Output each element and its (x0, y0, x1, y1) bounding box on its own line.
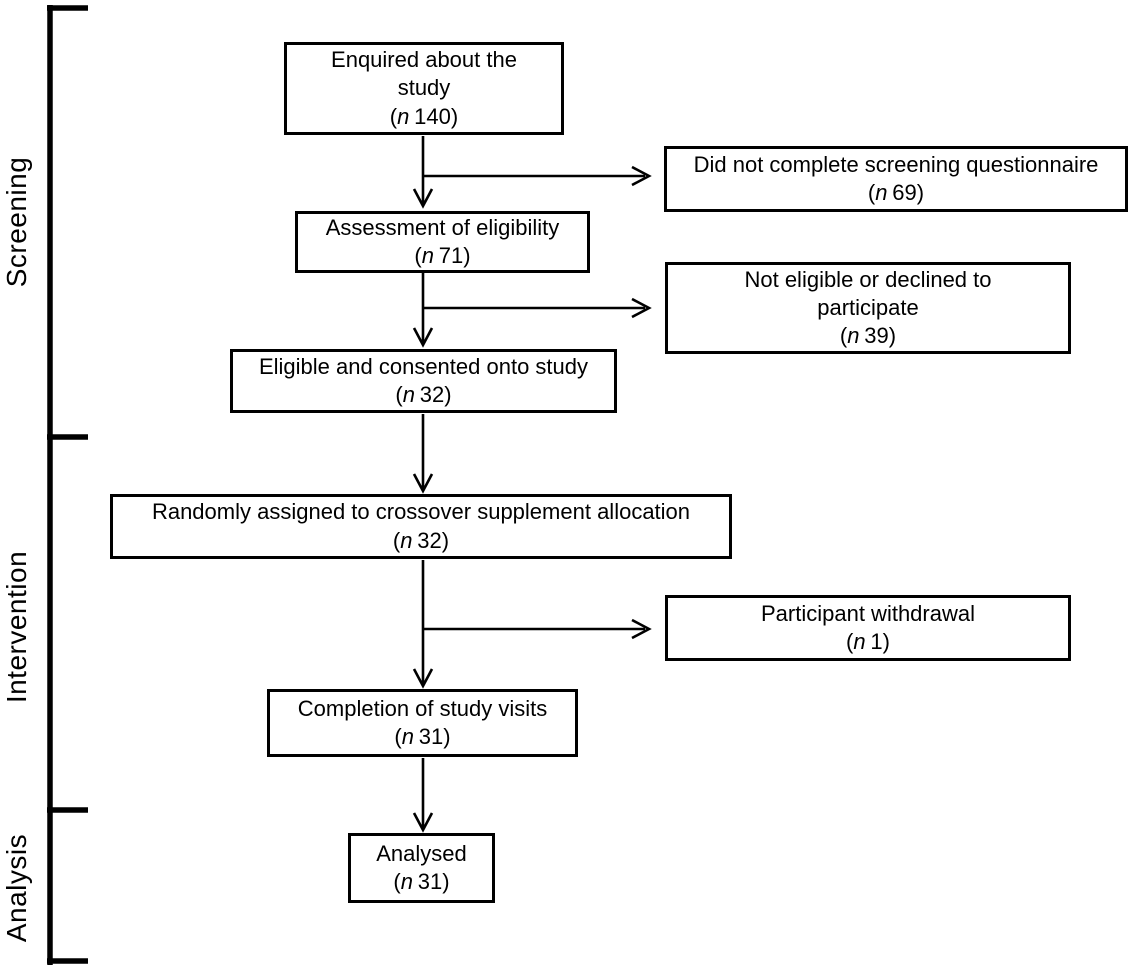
flow-box-analysed-label: Analysed (376, 840, 467, 866)
paren-close: ) (463, 243, 471, 268)
n-symbol: n (400, 869, 413, 894)
n-value: 71 (438, 243, 464, 268)
n-value: 32 (419, 382, 445, 407)
paren-close: ) (888, 323, 897, 349)
flow-box-screening-dropout-label: Did not complete screening questionnaire (693, 151, 1099, 177)
n-value: 140 (414, 103, 451, 129)
flow-box-randomised-label: Randomly assigned to crossover supplemen… (151, 499, 691, 525)
paren-close: ) (442, 869, 450, 894)
n-symbol: n (397, 103, 410, 129)
flow-box-withdrawal-label: Participant withdrawal (761, 600, 975, 626)
arrow-branch-not-eligible (423, 297, 652, 319)
flow-box-consented-label: Eligible and consented onto study (258, 353, 588, 379)
n-symbol: n (847, 323, 860, 349)
arrow-consented-to-randomised (412, 414, 434, 494)
n-symbol: n (875, 180, 888, 205)
paren-close: ) (450, 103, 459, 129)
paren-open: ( (846, 629, 854, 654)
n-value: 1 (870, 629, 883, 654)
section-label-intervention: Intervention (1, 550, 32, 704)
flow-box-randomised: Randomly assigned to crossover supplemen… (110, 494, 732, 559)
paren-open: ( (389, 103, 398, 129)
n-value: 31 (417, 869, 443, 894)
paren-open: ( (414, 243, 422, 268)
n-symbol: n (853, 629, 866, 654)
flow-box-completion-label: Completion of study visits (297, 695, 548, 721)
paren-close: ) (916, 180, 925, 205)
phase-bracket-ticks (47, 5, 88, 964)
paren-open: ( (867, 180, 876, 205)
n-value: 31 (418, 724, 444, 749)
paren-open: ( (394, 724, 402, 749)
paren-open: ( (393, 869, 401, 894)
n-symbol: n (400, 527, 413, 553)
arrow-branch-screening-dropout (423, 165, 652, 187)
paren-close: ) (882, 629, 890, 654)
section-label-screening: Screening (1, 156, 32, 288)
flow-box-screening-dropout: Did not complete screening questionnaire… (664, 146, 1128, 212)
arrow-enquired-to-assessment (412, 136, 434, 209)
n-symbol: n (402, 382, 415, 407)
arrow-branch-withdrawal (423, 618, 652, 640)
paren-open: ( (395, 382, 403, 407)
flow-box-assessment-label: Assessment of eligibility (325, 214, 560, 240)
n-symbol: n (421, 243, 434, 268)
paren-close: ) (443, 724, 451, 749)
n-value: 69 (892, 180, 917, 205)
n-value: 32 (417, 527, 442, 553)
paren-close: ) (441, 527, 450, 553)
paren-open: ( (392, 527, 401, 553)
paren-close: ) (444, 382, 452, 407)
n-symbol: n (401, 724, 414, 749)
arrow-randomised-to-completion (412, 560, 434, 689)
n-value: 39 (864, 323, 889, 349)
section-label-analysis: Analysis (1, 833, 32, 943)
paren-open: ( (839, 323, 848, 349)
arrow-completion-to-analysed (412, 758, 434, 833)
